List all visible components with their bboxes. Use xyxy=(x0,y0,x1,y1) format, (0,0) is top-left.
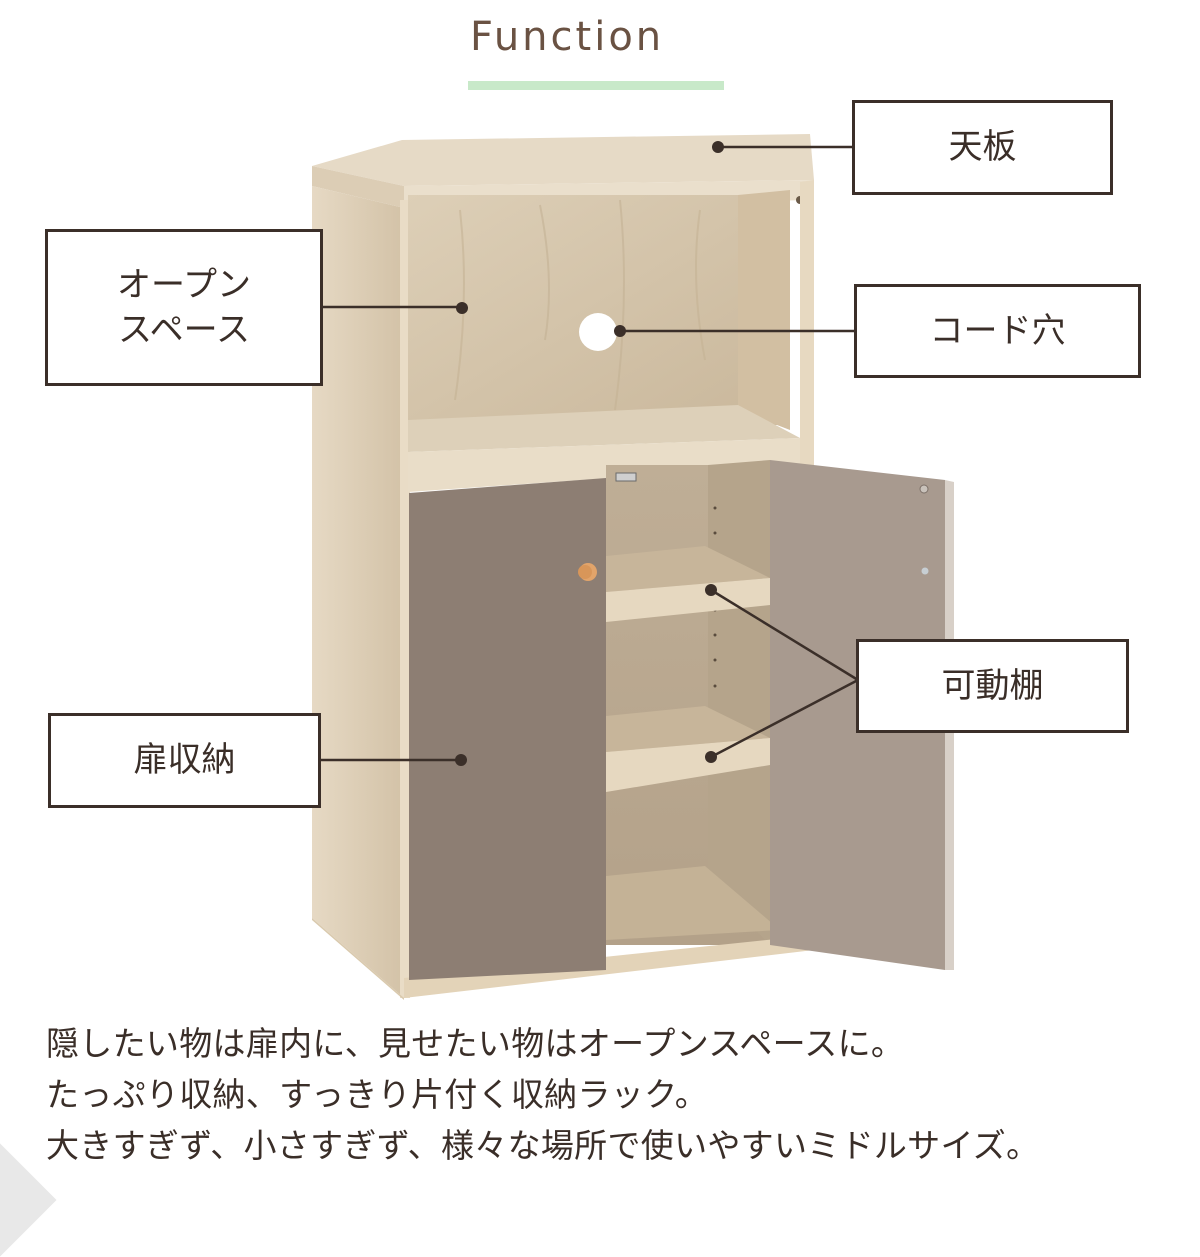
cabinet-illustration xyxy=(312,134,954,1000)
cord-hole-circle xyxy=(579,313,617,351)
left-door xyxy=(409,478,606,980)
label-cord-hole: コード穴 xyxy=(854,284,1141,378)
description-line-2: たっぷり収納、すっきり片付く収納ラック。 xyxy=(46,1075,709,1114)
door-latch xyxy=(615,472,637,482)
label-open-space-line1: オープン xyxy=(117,265,251,306)
section-title: Function xyxy=(470,14,665,60)
hinge-screw xyxy=(919,484,929,494)
label-door-storage-text: 扉収納 xyxy=(133,740,236,781)
label-cord-hole-text: コード穴 xyxy=(929,310,1066,351)
door-stud xyxy=(921,567,929,575)
adjustable-shelf-1 xyxy=(606,546,770,622)
label-door-storage: 扉収納 xyxy=(48,713,321,808)
top-board xyxy=(312,134,814,208)
label-top-board: 天板 xyxy=(852,100,1113,195)
label-open-space-line2: スペース xyxy=(118,309,250,350)
open-space-back xyxy=(408,195,786,425)
label-open-space: オープン スペース xyxy=(45,229,323,386)
leader-dots xyxy=(455,141,724,766)
left-front-edge xyxy=(400,200,410,998)
leader-lines xyxy=(320,145,859,762)
middle-shelf xyxy=(408,405,800,452)
wood-grain xyxy=(454,199,706,411)
description-line-3: 大きすぎず、小さすぎず、様々な場所で使いやすいミドルサイズ。 xyxy=(46,1126,1040,1165)
title-underline xyxy=(468,81,724,90)
left-side-panel xyxy=(312,186,404,998)
bottom-floor xyxy=(606,866,780,940)
adjustable-shelf-2 xyxy=(606,706,770,792)
base-plinth xyxy=(404,935,814,998)
right-inner-side xyxy=(738,190,790,430)
label-adjustable-shelf: 可動棚 xyxy=(856,639,1129,733)
label-adjustable-shelf-text: 可動棚 xyxy=(941,665,1044,706)
label-top-board-text: 天板 xyxy=(948,127,1017,168)
description-line-1: 隠したい物は扉内に、見せたい物はオープンスペースに。 xyxy=(46,1024,905,1063)
description: 隠したい物は扉内に、見せたい物はオープンスペースに。 たっぷり収納、すっきり片付… xyxy=(46,1018,1039,1171)
